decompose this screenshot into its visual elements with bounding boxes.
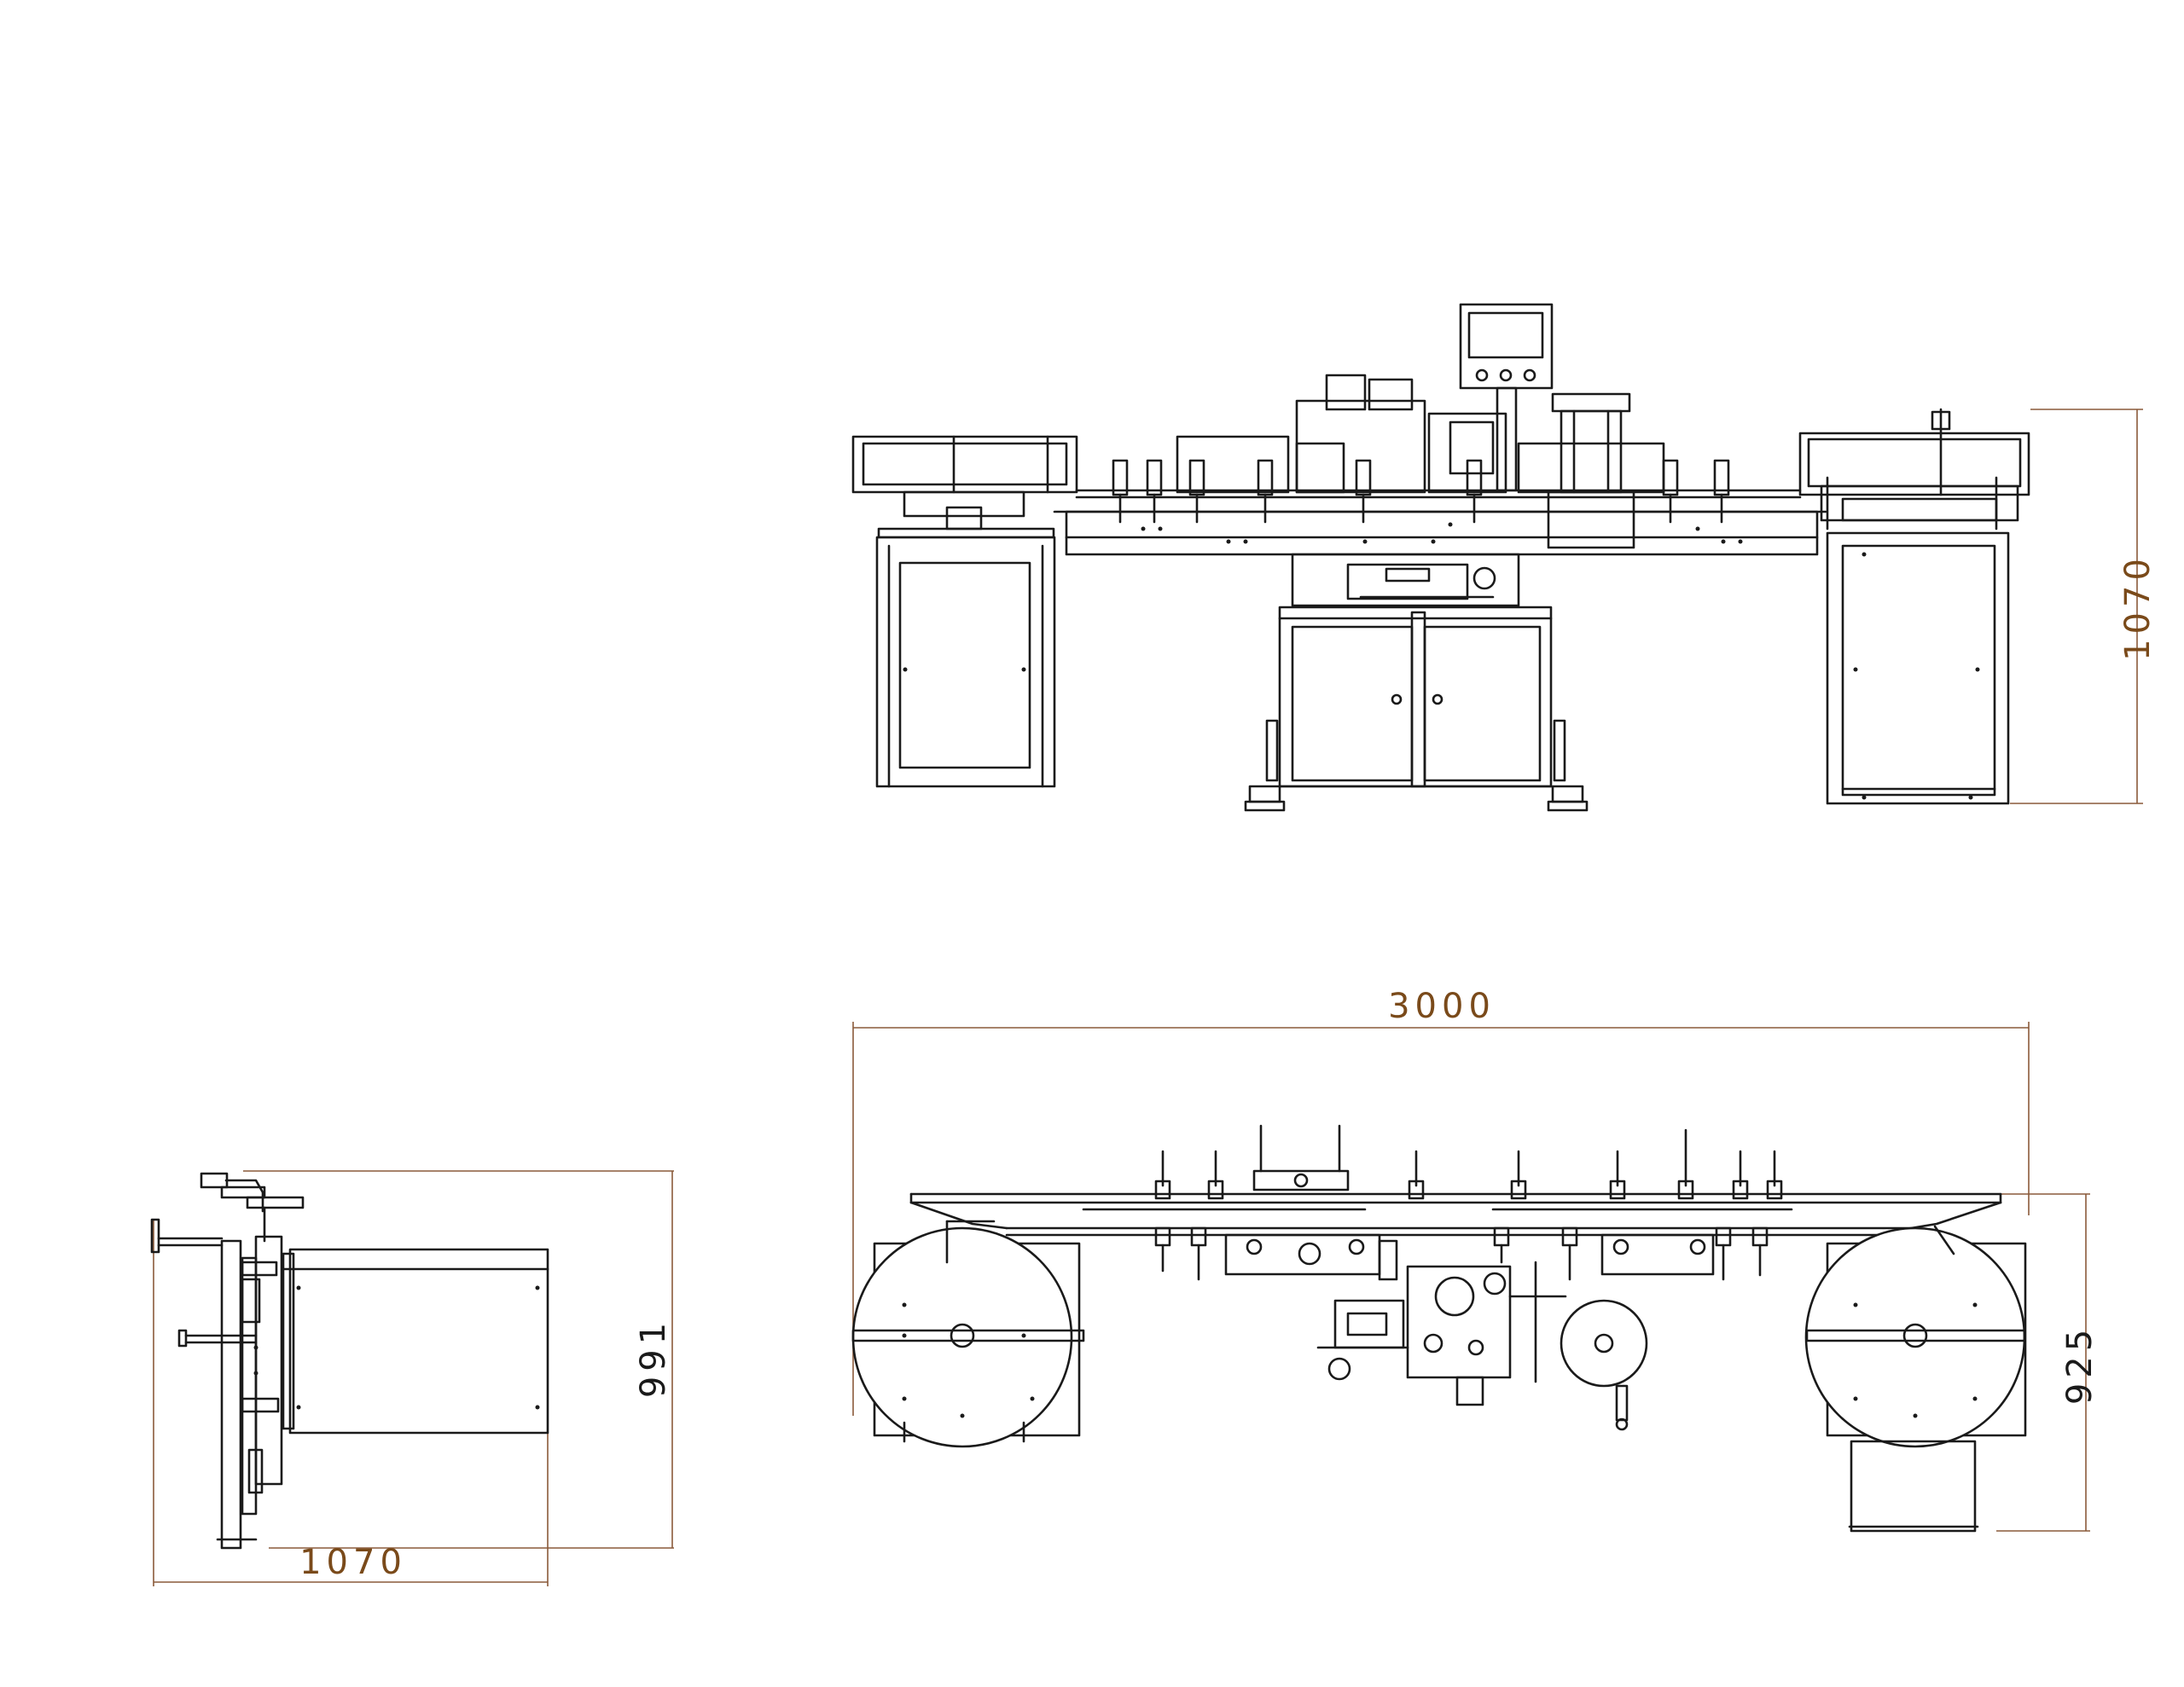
right-turntable-top	[1804, 1225, 2027, 1533]
labeling-modules-top	[1224, 1233, 1715, 1431]
guide-posts-top	[1154, 1124, 1783, 1281]
dimension-label-top-width: 3000	[1388, 987, 1496, 1026]
dimension-label-side-width: 1070	[299, 1543, 407, 1582]
side-view	[150, 1170, 674, 1586]
guide-posts-front	[1112, 459, 1743, 544]
front-view	[851, 303, 2143, 812]
dimension-top-depth	[1996, 1193, 2090, 1532]
dimension-front-height	[2010, 409, 2143, 804]
dimension-side-width	[153, 1220, 549, 1586]
dimension-label-front-height: 1070	[2118, 554, 2158, 661]
conveyor-top	[909, 1192, 2002, 1237]
left-turntable-top	[851, 1220, 1085, 1448]
left-turntable-front	[851, 435, 1078, 788]
top-view	[851, 1022, 2090, 1533]
center-cabinet-front	[1244, 606, 1589, 812]
main-frame-front	[1053, 489, 1827, 607]
right-turntable-front	[1798, 408, 2030, 805]
dimension-label-side-height: 991	[634, 1318, 673, 1398]
dimension-label-top-depth: 925	[2060, 1325, 2100, 1405]
dimension-side-height	[243, 1170, 674, 1549]
